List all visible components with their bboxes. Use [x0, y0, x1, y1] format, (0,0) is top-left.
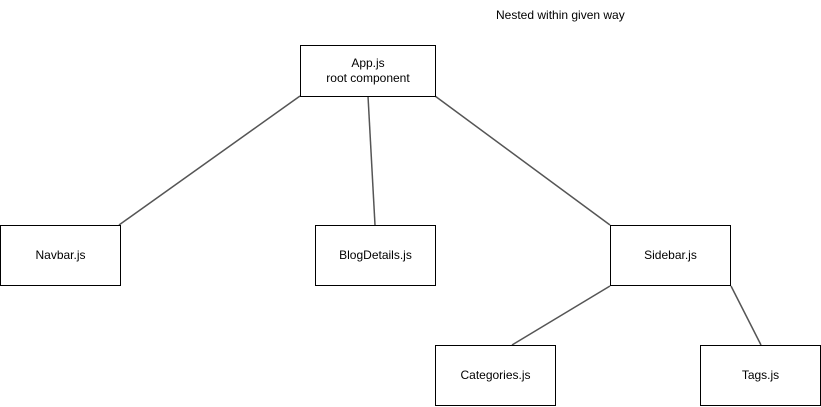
edge-sidebar-tags: [730, 285, 762, 346]
edge-app-navbar: [118, 95, 301, 226]
edge-sidebar-categories: [511, 285, 611, 346]
node-navbar-label: Navbar.js: [35, 248, 86, 262]
node-sidebar: Sidebar.js: [610, 225, 731, 286]
node-blogdetails-label: BlogDetails.js: [339, 248, 412, 262]
node-app-subtitle: root component: [326, 71, 410, 85]
node-sidebar-label: Sidebar.js: [644, 248, 697, 262]
node-app-title: App.js: [351, 56, 385, 70]
edge-app-blogdetails: [367, 95, 376, 226]
node-app: App.js root component: [300, 45, 436, 97]
node-blogdetails: BlogDetails.js: [315, 225, 436, 286]
node-categories-label: Categories.js: [460, 368, 531, 382]
edge-app-sidebar: [434, 95, 611, 226]
node-tags: Tags.js: [700, 345, 821, 406]
node-navbar: Navbar.js: [0, 225, 121, 286]
node-tags-label: Tags.js: [741, 368, 780, 382]
node-categories: Categories.js: [435, 345, 556, 406]
diagram-note: Nested within given way: [496, 8, 625, 22]
